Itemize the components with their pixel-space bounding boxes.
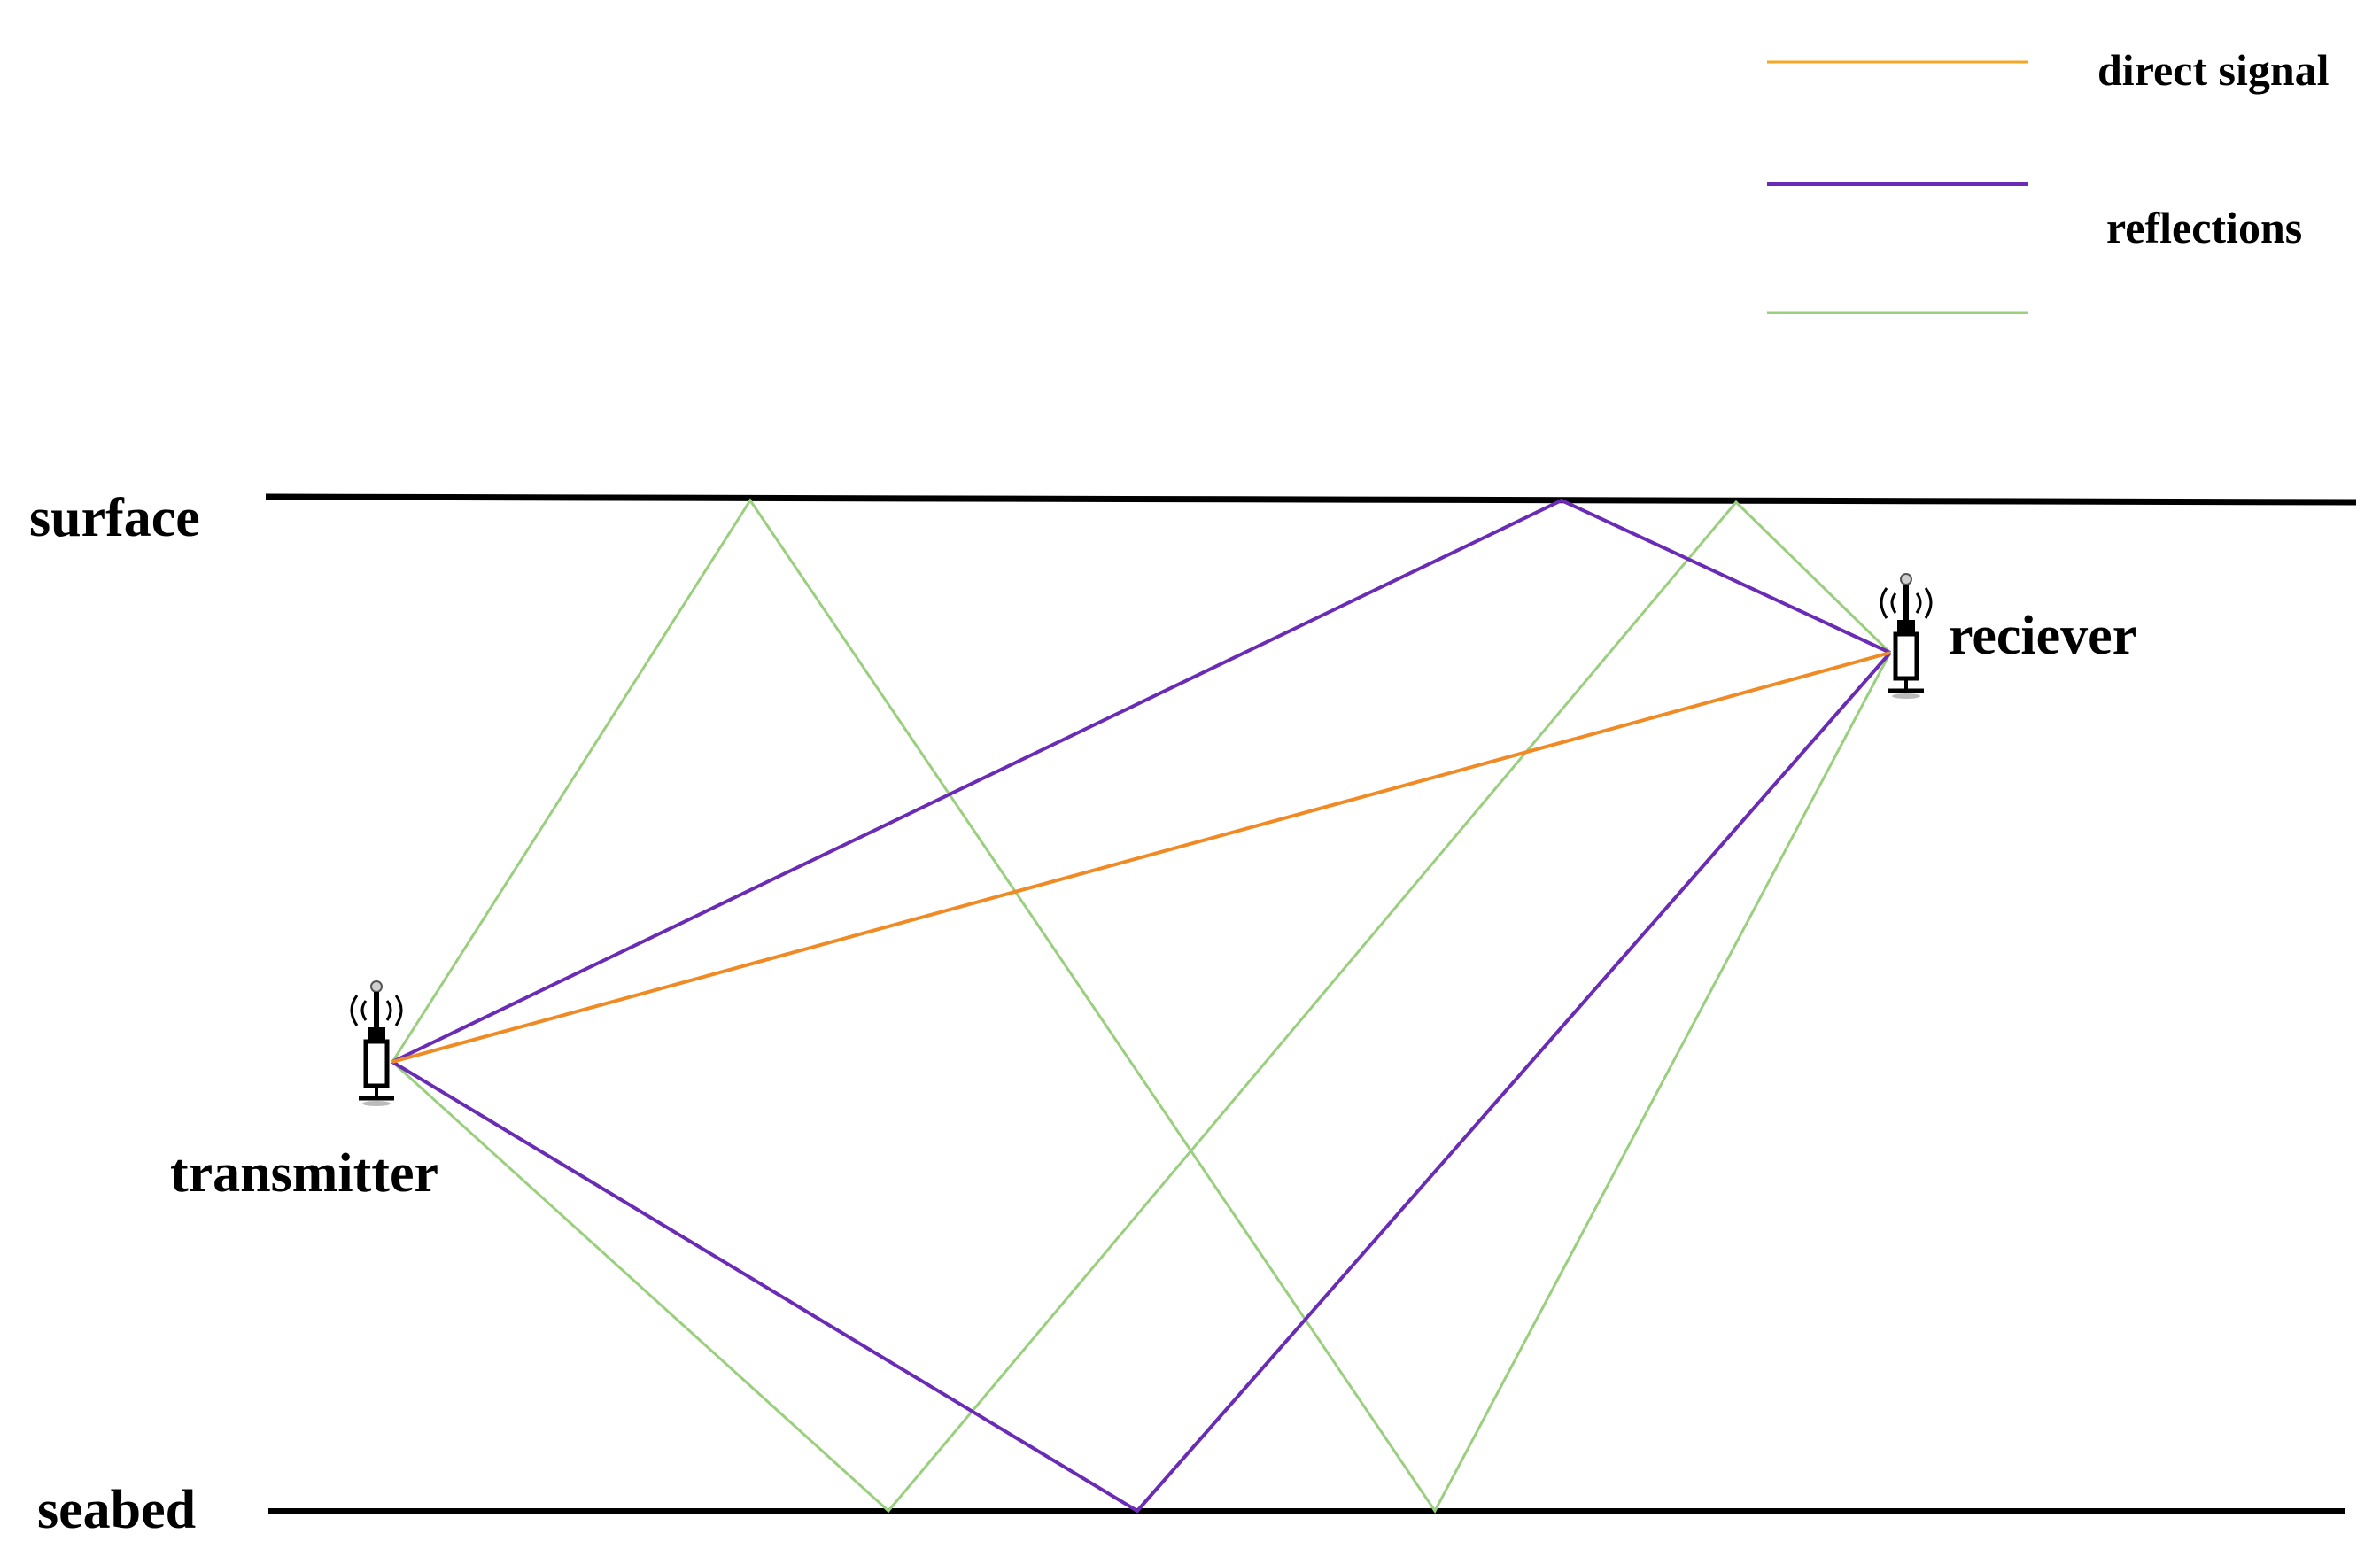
ray-surface-seabed-path <box>391 498 1892 1514</box>
transmitter-label: transmitter <box>170 1143 438 1204</box>
seabed-label: seabed <box>37 1480 196 1540</box>
legend: direct signal reflections <box>1767 45 2330 314</box>
receiver-label: reciever <box>1949 606 2136 666</box>
transmitter-hydrophone-icon <box>350 980 403 1106</box>
surface-label: surface <box>29 488 200 548</box>
legend-label-reflections: reflections <box>2106 203 2302 252</box>
ray-surface-reflection <box>391 498 1891 1064</box>
ray-seabed-surface-path <box>391 500 1892 1514</box>
ray-seabed-reflection <box>391 651 1892 1514</box>
receiver-hydrophone-icon <box>1880 573 1933 699</box>
secondary-reflection-rays <box>391 498 1892 1514</box>
surface-line <box>265 493 2357 506</box>
primary-reflection-rays <box>391 498 1892 1514</box>
direct-signal-ray <box>391 651 1891 1064</box>
legend-label-direct: direct signal <box>2097 45 2330 95</box>
